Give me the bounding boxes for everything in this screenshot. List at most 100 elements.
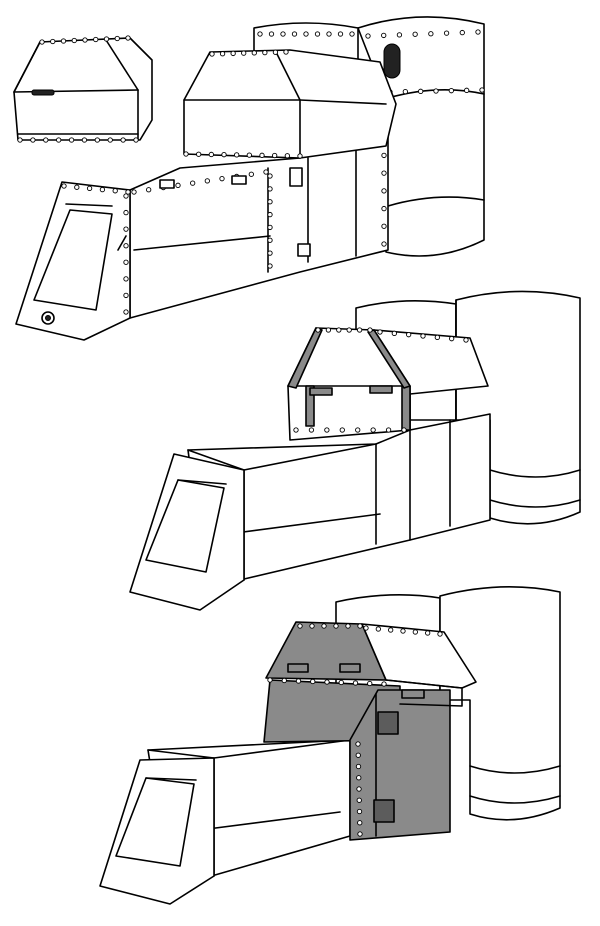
rivet: [74, 184, 80, 190]
rivet: [352, 680, 359, 686]
rivet: [479, 87, 485, 93]
rivet: [315, 327, 321, 333]
rivet: [381, 681, 387, 687]
rivet: [425, 630, 431, 636]
plate-rivets: [355, 741, 363, 837]
rivet: [325, 327, 332, 333]
rivet: [388, 627, 394, 633]
hatch-rivets-side: [123, 193, 129, 315]
rivet: [433, 88, 439, 94]
rivet: [400, 628, 406, 634]
rivet: [336, 327, 342, 333]
rivet: [259, 152, 265, 158]
rivet: [17, 137, 23, 143]
rivet: [321, 623, 327, 629]
rivet: [381, 188, 387, 194]
rivet: [356, 327, 363, 333]
rivet: [263, 169, 269, 175]
rivet: [190, 180, 196, 186]
bottom-hood-rivets-bottom: [267, 677, 387, 687]
rivet: [420, 333, 426, 339]
rivet: [262, 49, 268, 56]
rivet: [68, 137, 75, 143]
rivet: [437, 631, 443, 637]
rivet: [123, 243, 129, 249]
rivet: [267, 186, 273, 192]
rivet: [356, 797, 362, 803]
rivet: [381, 241, 387, 247]
rivet: [345, 623, 351, 629]
boiler-drum: [357, 16, 485, 257]
mid-front-hatch: [129, 453, 245, 611]
rivet: [356, 808, 363, 815]
rivet: [303, 31, 309, 37]
rivet: [272, 49, 279, 55]
rivet: [94, 137, 100, 143]
rivet: [381, 152, 387, 159]
rivet: [30, 137, 36, 143]
rivet: [291, 31, 298, 37]
rivet: [418, 88, 424, 94]
rivet: [459, 29, 465, 36]
rivet: [267, 237, 273, 243]
rivet: [209, 51, 215, 57]
body-rivets-rear: [381, 117, 387, 247]
view-bottom: [99, 586, 561, 905]
rivet: [241, 50, 247, 56]
rivet: [123, 259, 129, 265]
rivet: [475, 29, 481, 35]
rivet: [367, 327, 373, 333]
rivet: [356, 786, 362, 792]
rivet: [314, 31, 321, 37]
rivet: [219, 51, 226, 57]
rivet: [356, 775, 362, 781]
rivet: [56, 137, 62, 143]
rivet: [381, 32, 387, 39]
rivet: [61, 183, 67, 189]
rivet: [381, 170, 387, 176]
rivet: [246, 152, 252, 158]
hood-rivets-top: [209, 49, 289, 57]
rivet: [234, 152, 240, 158]
view-top: [13, 16, 485, 341]
rivet: [449, 336, 455, 342]
mid-hood-rivets-top: [315, 327, 373, 333]
rivet: [267, 224, 273, 231]
body-rivets-seam: [267, 173, 273, 269]
rivet: [114, 35, 120, 42]
rivet: [268, 31, 275, 37]
rivet: [196, 151, 202, 157]
rivet: [396, 32, 403, 38]
rivet: [123, 276, 129, 282]
rivet: [297, 623, 303, 629]
rivet: [284, 153, 290, 159]
mid-hood-rivets-bottom: [293, 427, 407, 433]
rivet: [293, 427, 299, 433]
rivet: [123, 292, 129, 299]
mid-hood: [287, 327, 489, 441]
inset-rivets-top: [39, 35, 131, 45]
rivet: [375, 626, 381, 632]
rivet: [434, 334, 440, 340]
rivet: [267, 199, 273, 205]
rivet: [39, 39, 45, 45]
rivet: [267, 677, 273, 683]
rivet: [367, 680, 373, 687]
rivet: [131, 189, 137, 195]
rivet: [308, 427, 315, 433]
rivet: [123, 309, 129, 315]
rivet: [463, 337, 469, 343]
view-middle: [129, 290, 581, 611]
rivet: [448, 88, 454, 94]
rivet: [86, 185, 93, 192]
top-hood: [183, 49, 397, 159]
rivet: [357, 831, 363, 837]
inset-rivets-bottom: [17, 137, 139, 143]
rivet: [267, 250, 273, 256]
rivet: [103, 36, 110, 42]
rivet: [175, 182, 181, 188]
rivet: [338, 679, 344, 686]
rivet: [349, 31, 355, 37]
rivet: [297, 153, 303, 159]
rivet: [355, 763, 362, 770]
